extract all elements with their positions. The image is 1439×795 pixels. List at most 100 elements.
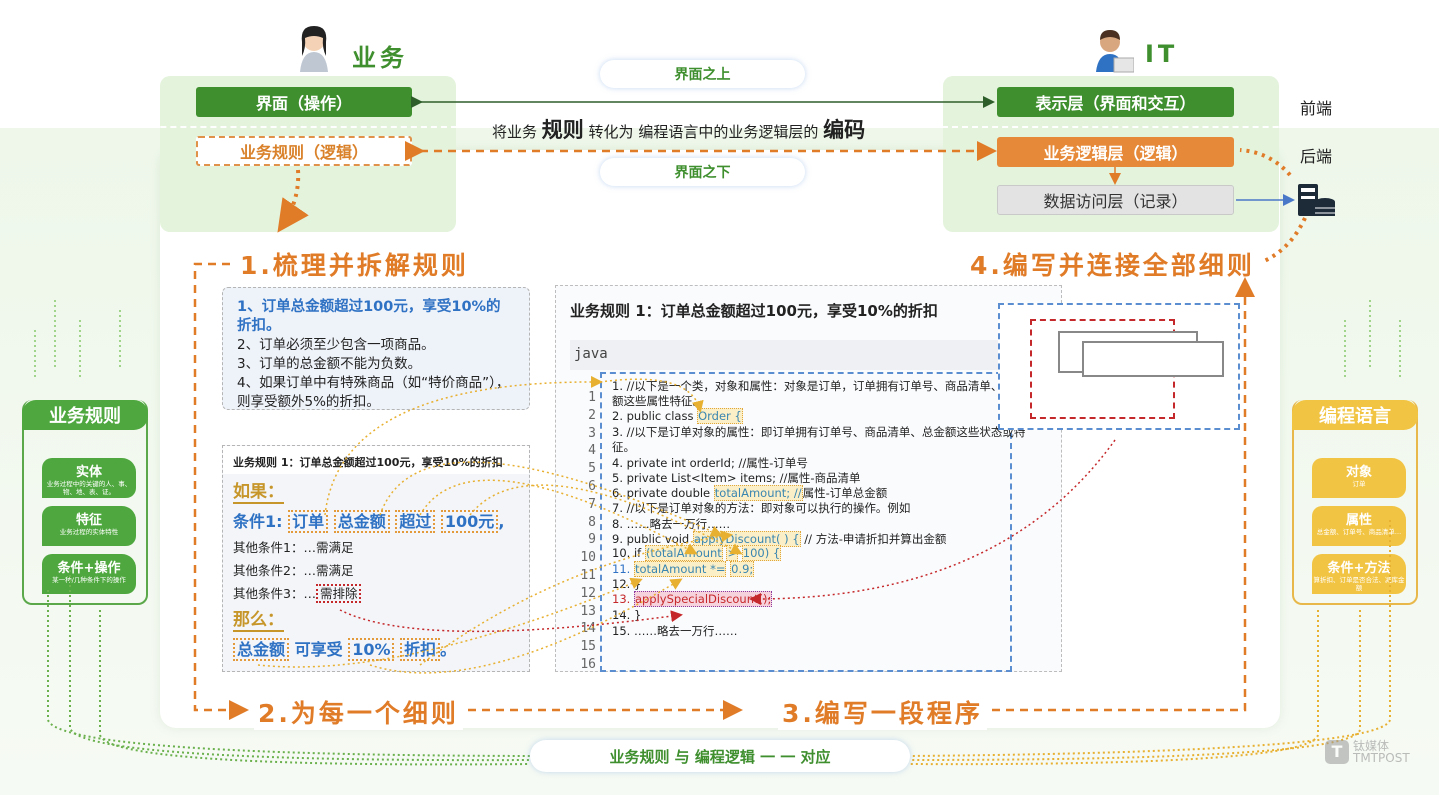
db-to-logic-arrow bbox=[1239, 148, 1307, 264]
feature-item: 特征业务过程的实体特性 bbox=[42, 506, 136, 546]
code-line: 额这些属性特征。 bbox=[612, 393, 704, 409]
then-label: 那么： bbox=[233, 610, 284, 632]
object-item: 对象订单 bbox=[1312, 458, 1406, 498]
code-highlight-frame bbox=[600, 372, 1012, 672]
step-flow-frame bbox=[193, 262, 1255, 720]
code-text: 5. private List<Item> items; //属性-商品清单 bbox=[612, 470, 861, 485]
item-title: 属性 bbox=[1345, 513, 1372, 528]
code-text: // 方法-申请折扣并算出金额 bbox=[800, 532, 947, 546]
condition-word: 总金额 bbox=[333, 510, 390, 533]
item-title: 条件+方法 bbox=[1327, 561, 1391, 576]
entity-item: 实体业务过程中的关键的人、事、物、地、表、证。 bbox=[42, 458, 136, 498]
code-highlight-special: applySpecialDiscount(); bbox=[633, 591, 773, 608]
code-text: 15. ……略去一万行…… bbox=[612, 623, 738, 638]
code-text: 1. //以下是一个类，对象和属性：对象是订单，订单拥有订单号、商品清单、总金 bbox=[612, 379, 1026, 393]
tmtpost-logo-icon: T bbox=[1325, 740, 1349, 764]
code-line: 3. //以下是订单对象的属性：即订单拥有订单号、商品清单、总金额这些状态或特 bbox=[612, 424, 1025, 440]
mapping-pill: 业务规则 与 编程逻辑 一 一 对应 bbox=[530, 740, 910, 772]
line-number: 5 bbox=[588, 461, 596, 477]
exclusion-word: 需排除 bbox=[315, 584, 362, 603]
above-interface-pill: 界面之上 bbox=[600, 60, 805, 88]
code-line: 11. totalAmount *= 0.9; bbox=[612, 560, 755, 577]
result-word: 总金额 bbox=[233, 638, 290, 661]
code-text: 8. ……略去一万行…… bbox=[612, 516, 731, 531]
item-desc: 某一种/几种条件下的操作 bbox=[52, 576, 126, 584]
line-number: 2 bbox=[588, 407, 596, 423]
sentence-part: 转化为 编程语言中的业务逻辑层的 bbox=[583, 123, 824, 141]
line-number: 6 bbox=[588, 479, 596, 494]
item-title: 对象 bbox=[1345, 465, 1372, 480]
condition-word: 超过 bbox=[395, 510, 436, 533]
other-condition-1: 其他条件1：…需满足 bbox=[233, 540, 354, 555]
code-line: 13. applySpecialDiscount(); bbox=[612, 591, 773, 608]
rule-4: 4、如果订单中有特殊商品（如“特价商品”），则享受额外5%的折扣。 bbox=[237, 375, 510, 410]
result-word: 10% bbox=[348, 638, 395, 661]
code-line: 征。 bbox=[612, 439, 635, 455]
item-desc: 业务过程的实体特性 bbox=[59, 528, 119, 536]
item-desc: 业务过程中的关键的人、事、物、地、表、证。 bbox=[46, 480, 132, 496]
line-number: 4 bbox=[588, 443, 596, 459]
step-4-heading: 4.编写并连接全部细则 bbox=[966, 246, 1259, 282]
if-label: 如果： bbox=[233, 482, 284, 504]
code-text: 征。 bbox=[612, 440, 635, 455]
line-number: 15 bbox=[580, 639, 596, 655]
it-person-icon bbox=[1096, 30, 1134, 73]
item-desc: 总金额、订单号、商品清单… bbox=[1316, 528, 1402, 536]
code-text: 6. private double bbox=[612, 486, 714, 501]
line-number: 1 bbox=[588, 390, 596, 405]
code-text: 9. public void bbox=[612, 532, 693, 546]
code-text: 13. bbox=[612, 592, 634, 607]
line-number: 10 bbox=[580, 550, 596, 566]
watermark-text: 钛媒体 TMTPOST bbox=[1353, 739, 1410, 765]
programming-language-card-title: 编程语言 bbox=[1292, 400, 1418, 430]
item-title: 实体 bbox=[75, 465, 102, 480]
code-line: 8. ……略去一万行…… bbox=[612, 516, 730, 532]
code-text: 11. bbox=[612, 561, 634, 576]
line-number: 11 bbox=[580, 568, 596, 583]
code-text: 7. //以下是订单对象的方法：即对象可以执行的操作。例如 bbox=[612, 501, 911, 516]
sentence-emph-code: 编码 bbox=[823, 118, 866, 142]
code-highlight: Order { bbox=[697, 407, 743, 424]
line-number: 8 bbox=[588, 514, 596, 530]
code-title: 业务规则 1：订单总金额超过100元，享受10%的折扣 bbox=[570, 302, 938, 320]
comma: , bbox=[498, 512, 505, 531]
data-access-layer-box: 数据访问层（记录） bbox=[997, 185, 1234, 215]
business-rules-box: 业务规则（逻辑） bbox=[196, 136, 412, 166]
exclusion-links bbox=[339, 439, 1116, 633]
code-line: 15. ……略去一万行…… bbox=[612, 623, 737, 639]
rule-3: 3、订单的总金额不能为负数。 bbox=[237, 356, 422, 372]
business-person-icon bbox=[300, 26, 328, 72]
thumbnail-window bbox=[1082, 341, 1224, 377]
code-line: 5. private List<Item> items; //属性-商品清单 bbox=[612, 470, 861, 486]
code-text: 14. } bbox=[612, 607, 642, 622]
sentence-part: 将业务 bbox=[492, 123, 542, 141]
step-3-heading: 3.编写一段程序 bbox=[778, 694, 987, 730]
rule-breakdown-box: 业务规则 1：订单总金额超过100元，享受10%的折扣 如果： 条件1: 订单 … bbox=[222, 445, 530, 672]
code-highlight: 0.9; bbox=[730, 560, 755, 577]
below-interface-pill: 界面之下 bbox=[600, 158, 805, 186]
line-number: 16 bbox=[580, 657, 596, 672]
condition-word: 100元 bbox=[440, 510, 499, 533]
code-line: 4. private int orderId; //属性-订单号 bbox=[612, 455, 808, 471]
code-text: 4. private int orderId; //属性-订单号 bbox=[612, 455, 808, 470]
it-label: IT bbox=[1145, 40, 1179, 68]
rule-to-code-links bbox=[257, 375, 743, 674]
result-word: 可享受 bbox=[294, 640, 343, 659]
code-text: 属性-订单总金额 bbox=[802, 486, 888, 501]
code-line: 7. //以下是订单对象的方法：即对象可以执行的操作。例如 bbox=[612, 500, 910, 516]
code-line: 1. //以下是一个类，对象和属性：对象是订单，订单拥有订单号、商品清单、总金 bbox=[612, 378, 1025, 394]
code-language-label: java bbox=[570, 340, 1000, 370]
business-rules-card: 业务规则 实体业务过程中的关键的人、事、物、地、表、证。 特征业务过程的实体特性… bbox=[22, 400, 148, 605]
decorative-green-lines bbox=[34, 300, 121, 380]
frontend-label: 前端 bbox=[1300, 99, 1333, 118]
business-rules-card-title: 业务规则 bbox=[22, 400, 148, 430]
step-2-heading: 2.为每一个细则 bbox=[254, 694, 463, 730]
code-highlight: totalAmount *= bbox=[633, 560, 727, 577]
code-line: 14. } bbox=[612, 608, 641, 622]
line-number: 7 bbox=[588, 496, 596, 512]
database-server-icon bbox=[1298, 184, 1335, 216]
line-number: 12 bbox=[580, 585, 596, 601]
step-1-heading: 1.梳理并拆解规则 bbox=[236, 246, 473, 282]
line-number: 3 bbox=[588, 425, 596, 441]
